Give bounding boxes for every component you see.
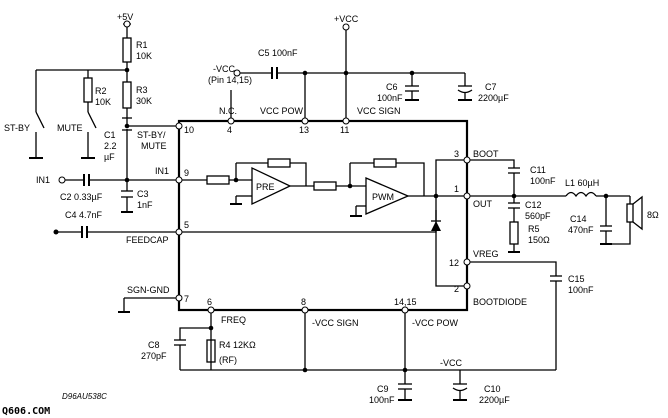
c3-name: C3 [137, 189, 149, 199]
r5-value: 150Ω [528, 235, 550, 245]
pin-7: 7 [184, 294, 189, 304]
ic-feedcap-label: FEEDCAP [126, 235, 169, 245]
boot-diode [431, 221, 441, 231]
c10-name: C10 [484, 384, 501, 394]
watermark: Q606.COM [2, 406, 50, 417]
c2-name: C2 0.33µF [60, 192, 103, 202]
pin-13: 13 [299, 125, 309, 135]
c8-value: 270pF [141, 351, 167, 361]
pin-1: 1 [454, 184, 459, 194]
c11-name: C11 [530, 165, 546, 175]
r2-resistor [83, 77, 93, 103]
ic-nc-label: N.C. [219, 106, 237, 116]
ic-vcc-sign-label: VCC SIGN [357, 106, 401, 116]
pin-11: 11 [340, 125, 349, 135]
internal-resistor-2 [267, 158, 291, 168]
r1-value: 10K [136, 51, 152, 61]
ic-in1-label: IN1 [155, 166, 169, 176]
c15-value: 100nF [568, 285, 594, 295]
speaker-cone [632, 195, 643, 231]
internal-resistor-1 [206, 175, 230, 185]
ic-vreg-label: VREG [473, 249, 499, 259]
internal-resistor-3 [313, 181, 337, 191]
ic-out-label: OUT [473, 199, 493, 209]
c9-value: 100nF [369, 395, 395, 405]
pwm-amp-label: PWM [372, 192, 394, 202]
pin-note-label: (Pin 14,15) [208, 75, 252, 85]
pin-14-15: 14,15 [394, 297, 417, 307]
ic-sgn-gnd-label: SGN-GND [127, 285, 170, 295]
ic-vcc-pow-label: VCC POW [260, 106, 304, 116]
r4-sub: (RF) [219, 355, 237, 365]
c12-value: 560pF [525, 211, 551, 221]
c10-value: 2200µF [479, 395, 510, 405]
c7-value: 2200µF [478, 93, 509, 103]
internal-resistor-4 [373, 158, 397, 168]
pwm-amp [365, 177, 410, 215]
c12-name: C12 [525, 200, 542, 210]
c7-name: C7 [485, 82, 497, 92]
ic-stby-mute-label-2: MUTE [141, 141, 167, 151]
pin-12: 12 [449, 258, 459, 268]
input-label: IN1 [36, 175, 50, 185]
c8-name: C8 [148, 340, 160, 350]
pin-2: 2 [454, 284, 459, 294]
ic-boot-label: BOOT [473, 149, 499, 159]
r3-resistor [122, 81, 132, 109]
minus-vcc-label: -VCC [440, 358, 462, 368]
pin-10: 10 [184, 125, 194, 135]
pre-amp-label: PRE [256, 182, 275, 192]
c9-name: C9 [377, 384, 389, 394]
supply-plus5v-label: +5V [117, 12, 133, 22]
c14-name: C14 [570, 214, 587, 224]
speaker-body [626, 203, 634, 223]
minus-vcc-pin-label: -VCC [213, 64, 235, 74]
r4-resistor [206, 339, 216, 363]
r4-name: R4 12KΩ [219, 340, 256, 350]
mute-switch-label: MUTE [57, 123, 83, 133]
c14-value: 470nF [568, 225, 594, 235]
pin-5: 5 [184, 220, 189, 230]
c1-value-1: 2.2 [104, 141, 117, 151]
speaker-value: 8Ω [647, 210, 659, 220]
pin-4: 4 [227, 125, 232, 135]
r3-value: 30K [136, 96, 152, 106]
c4-name: C4 4.7nF [65, 210, 103, 220]
pre-amp [251, 166, 292, 206]
r5-resistor [509, 221, 519, 245]
l1-name: L1 60µH [565, 178, 599, 188]
r3-name: R3 [136, 85, 148, 95]
ic-freq-label: FREQ [221, 315, 246, 325]
c1-name: C1 [104, 130, 116, 140]
c3-value: 1nF [137, 200, 153, 210]
ic-neg-vcc-sign-label: -VCC SIGN [312, 318, 359, 328]
ic-neg-vcc-pow-label: -VCC POW [412, 318, 459, 328]
pin-6: 6 [207, 297, 212, 307]
c1-value-2: µF [104, 152, 115, 162]
standby-switch-label: ST-BY [4, 123, 30, 133]
diagram-code: D96AU538C [62, 392, 107, 401]
pin-8: 8 [301, 297, 306, 307]
r2-name: R2 [95, 86, 107, 96]
ic-bootdiode-label: BOOTDIODE [473, 297, 527, 307]
c15-name: C15 [568, 274, 585, 284]
supply-plus-vcc-label: +VCC [334, 14, 359, 24]
ic-body [177, 119, 469, 312]
r5-name: R5 [528, 224, 540, 234]
r2-value: 10K [95, 97, 111, 107]
r1-resistor [122, 37, 132, 63]
c5-name: C5 100nF [258, 48, 298, 58]
c6-value: 100nF [377, 93, 403, 103]
c6-name: C6 [386, 82, 398, 92]
ic-stby-mute-label-1: ST-BY/ [137, 130, 166, 140]
r1-name: R1 [136, 40, 148, 50]
pin-9: 9 [184, 168, 189, 178]
pin-3: 3 [454, 149, 459, 159]
c11-value: 100nF [530, 176, 556, 186]
